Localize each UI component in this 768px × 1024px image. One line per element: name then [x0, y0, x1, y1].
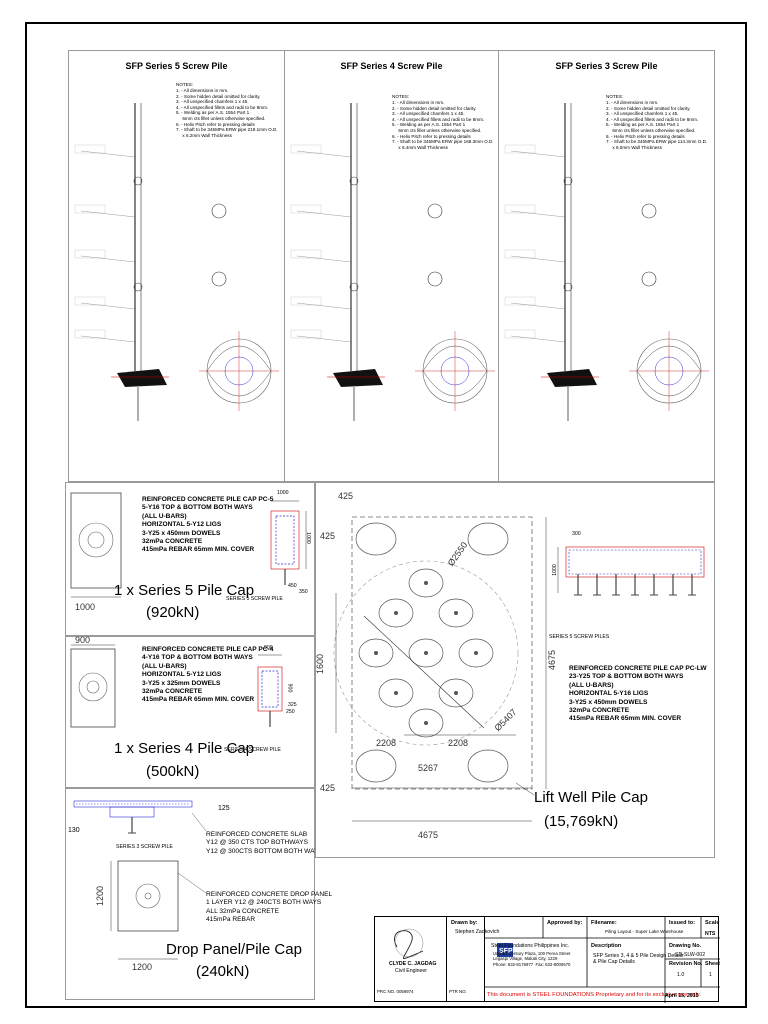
scale: NTS — [705, 931, 716, 937]
section-dim: 325 — [288, 702, 297, 708]
drop-panel-drawing — [73, 800, 207, 960]
lift-well-pile-grid — [358, 568, 494, 738]
pile-cap-4-spec: REINFORCED CONCRETE PILE CAP PC-4 4-Y16 … — [142, 646, 274, 704]
slab-spec: REINFORCED CONCRETE SLAB Y12 @ 350 CTS T… — [206, 831, 323, 855]
pile-cap-5-drawing — [70, 492, 307, 598]
drawn-by-label: Drawn by: — [451, 920, 478, 926]
section-side-dim: 900 — [286, 683, 293, 693]
ptr-label: PTR NO. — [449, 989, 467, 994]
section-piles — [574, 574, 696, 596]
drop-dim-width: 1200 — [132, 962, 153, 972]
issued-to-label: Issued to: — [669, 920, 695, 926]
lw-dim-bottom: 4675 — [418, 830, 439, 840]
pile-cap-5-width-dim: 1000 — [75, 602, 96, 612]
lift-well-spec: REINFORCED CONCRETE PILE CAP PC-LW 23-Y2… — [569, 665, 707, 723]
lw-dim-mid-right: 2208 — [448, 738, 469, 748]
screw-pile-drawing — [504, 103, 709, 421]
filename-label: Filename: — [591, 920, 617, 926]
drawing-no: SD-SLW-002 — [675, 952, 706, 958]
pile-cap-4-title: 1 x Series 4 Pile Cap — [114, 740, 255, 757]
description: SFP Series 3, 4 & 5 Pile Design Details … — [593, 953, 684, 966]
pile-cap-5-title: 1 x Series 5 Pile Cap — [114, 582, 255, 599]
sheet-label: Sheet — [705, 961, 720, 967]
signature-name: CLYDE C. JAGDAG — [389, 961, 437, 967]
panel-title: SFP Series 4 Screw Pile — [340, 61, 443, 71]
company-logo: SFP — [497, 943, 513, 957]
signature-role: Civil Engineer — [395, 968, 428, 974]
series-panel: SFP Series 4 Screw Pile NOTES: 1. - All … — [284, 50, 499, 482]
section-dim: 350 — [299, 589, 308, 595]
panel-title: SFP Series 5 Screw Pile — [125, 61, 228, 71]
sheet: 1 — [709, 972, 712, 978]
company-name: Steel Foundations Philippines Inc. — [491, 943, 570, 949]
drop-panel-spec: REINFORCED CONCRETE DROP PANEL 1 LAYER Y… — [206, 891, 333, 924]
pile-cap-4-width-dim: 900 — [75, 635, 91, 645]
series-panel: SFP Series 5 Screw Pile NOTES: 1. - All … — [68, 50, 285, 482]
description-label: Description — [591, 943, 622, 949]
notes-list: 1. - All dimensions in mm. 2. - Some hid… — [606, 100, 708, 150]
signature-seal — [394, 928, 424, 959]
svg-text:SFP: SFP — [499, 948, 513, 955]
drawn-by: Stephen Zadkovich — [455, 929, 500, 935]
drop-dim-height: 1200 — [95, 885, 106, 907]
drop-dim-130: 130 — [68, 827, 80, 834]
series-panel: SFP Series 3 Screw Pile NOTES: 1. - All … — [498, 50, 715, 482]
notes-heading: NOTES: — [606, 94, 624, 99]
section-label: SERIES 4 SCREW PILE — [224, 747, 281, 753]
lw-dim-side: 1600 — [315, 653, 326, 675]
notes-list: 1. - All dimensions in mm. 2. - Some hid… — [392, 100, 494, 150]
section-dim: 450 — [288, 583, 297, 589]
pile-cap-4-drawing — [70, 644, 283, 728]
scale-label: Scale — [705, 920, 720, 926]
lw-dim-top-left: 425 — [338, 491, 354, 501]
section-top-dim: 1000 — [277, 490, 289, 496]
revision-label: Revision No. — [669, 961, 703, 967]
issue-date: April 15, 2015 — [665, 993, 699, 999]
drawing-no-label: Drawing No. — [669, 943, 702, 949]
lw-section-dim-side: 1000 — [551, 564, 558, 576]
lw-section-dim-top: 300 — [572, 531, 581, 537]
company-address: Unit 3D Century Plaza, 100 Perea Street … — [493, 951, 571, 967]
revision: 1.0 — [677, 972, 685, 978]
lw-dim-mid-left: 2208 — [376, 738, 397, 748]
section-top-dim: 900 — [264, 645, 273, 651]
screw-pile-drawing — [74, 103, 279, 421]
drop-section-label: SERIES 3 SCREW PILE — [116, 844, 173, 850]
notes-heading: NOTES: — [176, 82, 194, 87]
drop-panel-panel: 125 130 SERIES 3 SCREW PILE REINFORCED C… — [65, 788, 332, 1000]
drop-panel-title: Drop Panel/Pile Cap — [166, 941, 302, 958]
title-block: CLYDE C. JAGDAG Civil Engineer PRC NO. 0… — [374, 916, 720, 1003]
title-block-grid — [485, 917, 720, 1003]
section-dim: 250 — [286, 709, 295, 715]
lw-dim-bottom-left: 425 — [320, 783, 336, 793]
approved-by-label: Approved by: — [547, 920, 583, 926]
section-label: SERIES 5 SCREW PILE — [226, 596, 283, 602]
pile-cap-5-spec: REINFORCED CONCRETE PILE CAP PC-5 5-Y16 … — [142, 496, 274, 554]
prc-label: PRC NO. 0059974 — [377, 989, 414, 994]
screw-pile-drawing — [290, 103, 495, 421]
drop-panel-load: (240kN) — [196, 963, 250, 980]
lift-well-panel: 425 425 Ø2550 1600 4675 Ø5407 2208 2208 … — [315, 482, 715, 858]
pile-cap-5-panel: REINFORCED CONCRETE PILE CAP PC-5 5-Y16 … — [65, 482, 315, 636]
lw-dim-left-upper: 425 — [320, 531, 336, 541]
notes-list: 1. - All dimensions in mm. 2. - Some hid… — [176, 88, 278, 138]
lift-well-drawing — [333, 516, 705, 822]
drawing-sheet — [25, 22, 747, 1008]
confidential-note: This document is STEEL FOUNDATIONS Propr… — [487, 992, 701, 998]
lift-well-title: Lift Well Pile Cap — [534, 789, 648, 806]
lw-dim-right: 4675 — [547, 649, 558, 671]
lift-well-load: (15,769kN) — [544, 813, 619, 830]
lw-dim-chord: 5267 — [418, 763, 439, 773]
notes-heading: NOTES: — [392, 94, 410, 99]
lw-section-label: SERIES 5 SCREW PILES — [549, 634, 610, 640]
section-side-dim: 1000 — [304, 532, 311, 544]
panel-title: SFP Series 3 Screw Pile — [555, 61, 658, 71]
filename: Piling Layout - Super Lake Warehouse — [605, 929, 684, 934]
pile-cap-5-load: (920kN) — [146, 604, 200, 621]
drop-dim-125: 125 — [218, 805, 230, 812]
pile-cap-4-panel: 900 REINFORCED CONCRETE PILE CAP PC-4 4-… — [65, 635, 315, 788]
pile-cap-4-load: (500kN) — [146, 763, 200, 780]
